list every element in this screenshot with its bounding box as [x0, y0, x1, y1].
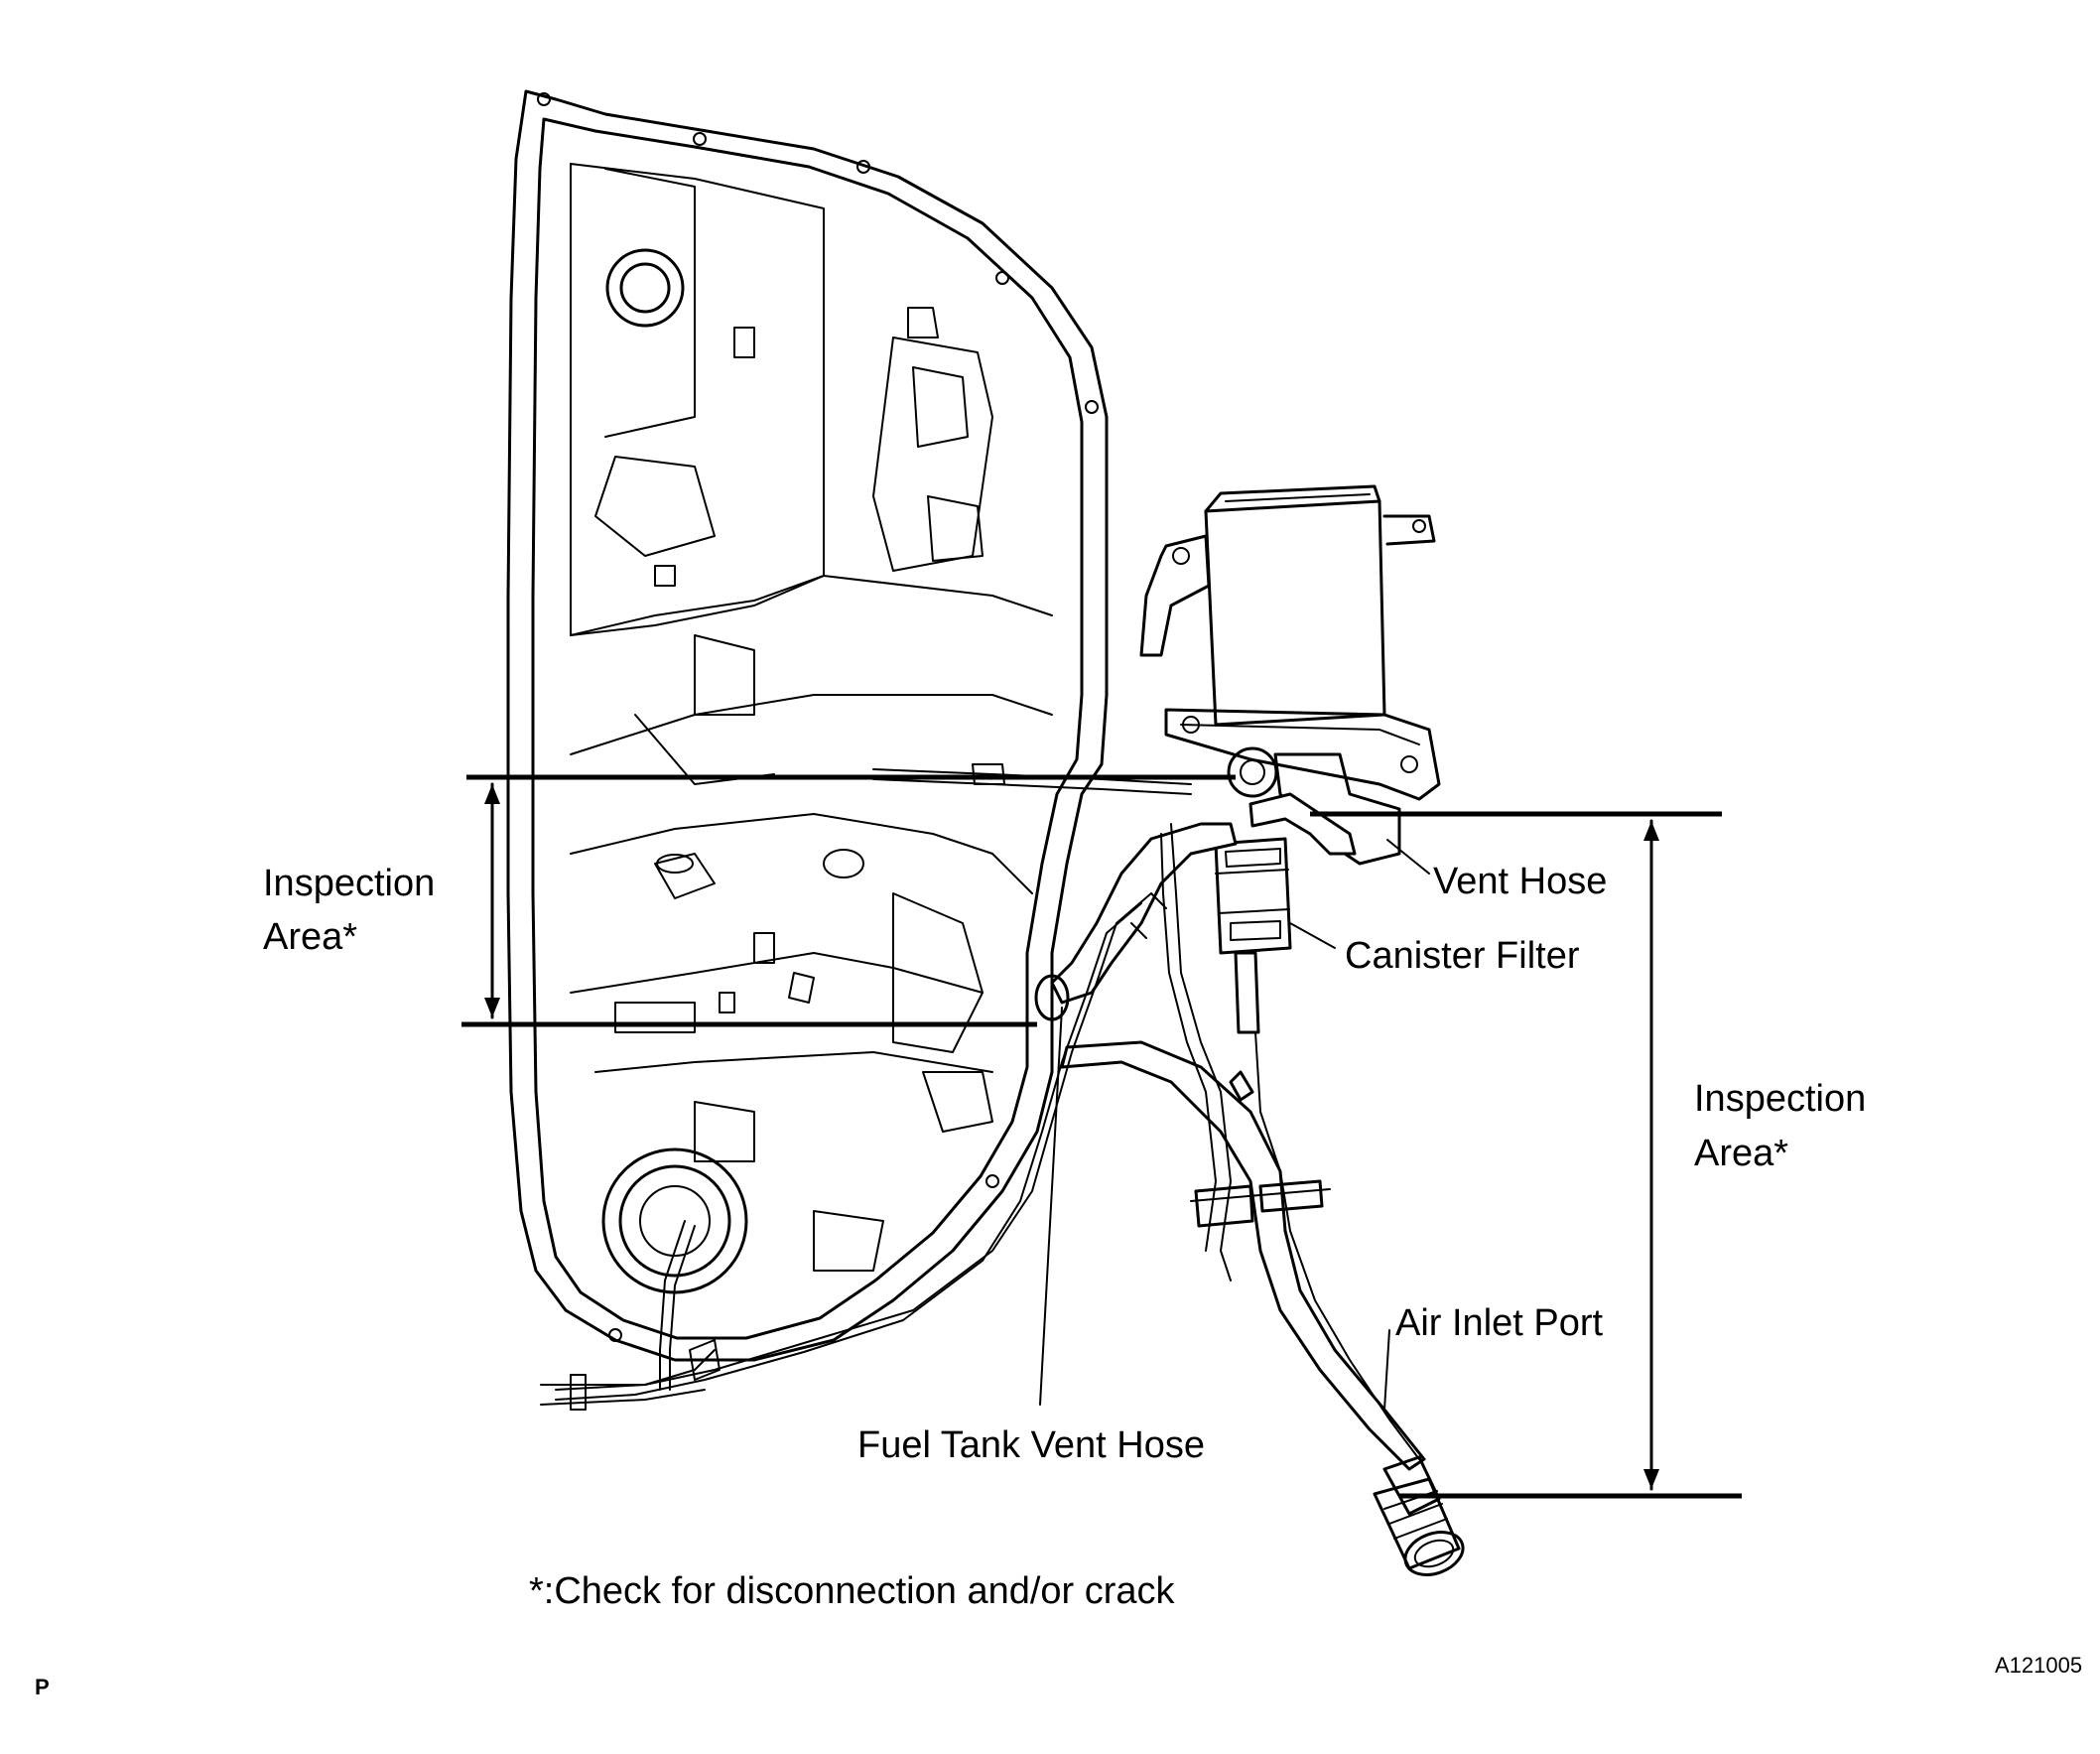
inspection-area-right-label-line1: Inspection [1694, 1078, 1866, 1120]
inspection-area-right-label-line2: Area* [1694, 1133, 1788, 1174]
inspection-area-left-label-line1: Inspection [263, 863, 435, 904]
fuel-tank [506, 89, 1109, 1362]
fuel-tank-vent-hose-label: Fuel Tank Vent Hose [857, 1424, 1205, 1466]
air-inlet-port-label: Air Inlet Port [1395, 1302, 1604, 1344]
corner-letter: P [35, 1675, 50, 1699]
canister-filter [1214, 837, 1292, 1034]
inspection-area-left [461, 774, 1236, 1027]
inspection-area-left-label-line2: Area* [263, 916, 357, 958]
charcoal-canister [1139, 484, 1441, 866]
leader-lines [1039, 839, 1430, 1411]
air-inlet-port [1373, 1455, 1465, 1576]
footnote: *:Check for disconnection and/or crack [529, 1570, 1176, 1612]
canister-filter-label: Canister Filter [1345, 935, 1580, 977]
vent-hose-label: Vent Hose [1433, 861, 1607, 902]
figure-code: A121005 [1995, 1653, 2082, 1678]
inspection-area-right [1310, 811, 1742, 1499]
hoses [540, 763, 1426, 1471]
